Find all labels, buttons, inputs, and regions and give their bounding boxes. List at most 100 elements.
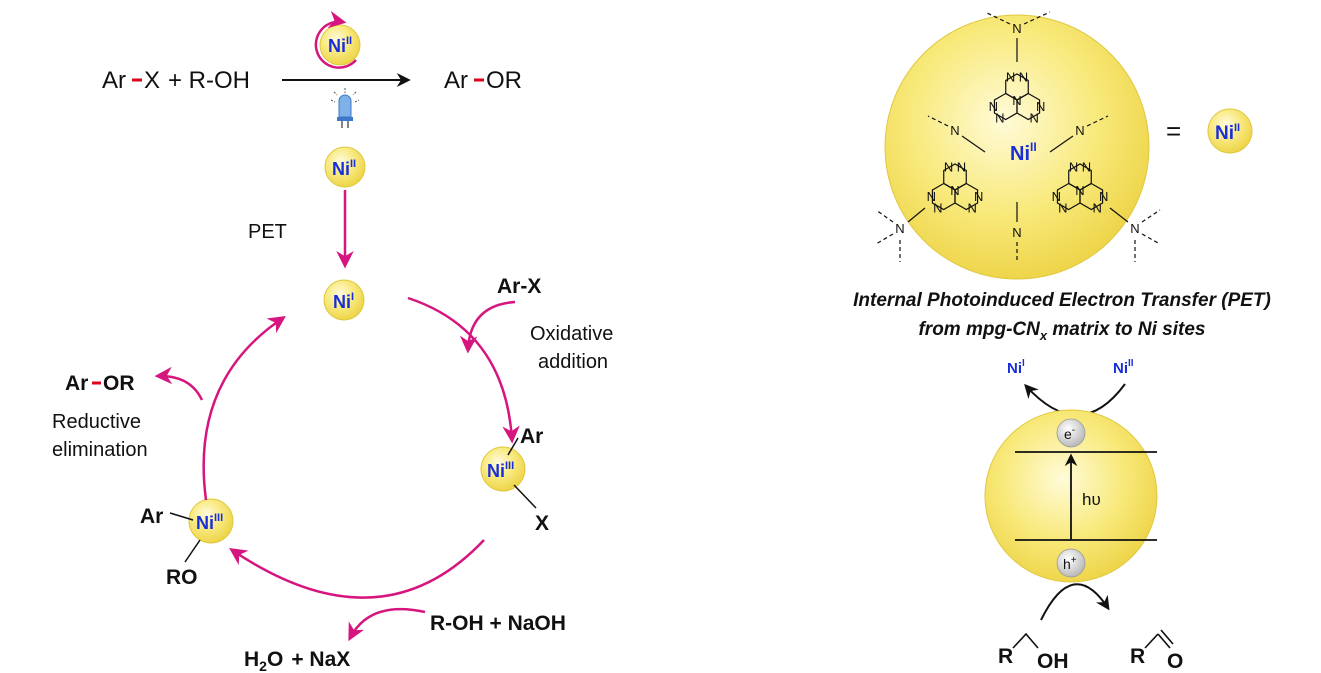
ligand-x-right: X <box>535 512 549 535</box>
nitrogen-atom: N <box>995 110 1004 125</box>
bond <box>875 233 894 245</box>
nitrogen-atom: N <box>989 99 998 114</box>
band-ni-ii: NiII <box>1113 358 1134 377</box>
nitrogen-atom: N <box>1012 93 1021 108</box>
ligand-ar-left: Ar <box>140 505 163 528</box>
svg-text:h+: h+ <box>1063 555 1077 572</box>
svg-text:NiII: NiII <box>332 158 356 179</box>
pet-label: PET <box>248 221 287 243</box>
nitrogen-atom: N <box>1099 189 1108 204</box>
bond <box>875 209 894 223</box>
svg-text:OH: OH <box>1037 650 1069 673</box>
cycle-ni-i: NiI <box>323 279 365 321</box>
catalyst-ni-ii-legend: NiII <box>1207 108 1253 154</box>
nitrogen-atom: N <box>1075 183 1084 198</box>
reductive-label-1: Reductive <box>52 411 141 433</box>
reactant-x: X <box>144 67 160 94</box>
nitrogen-atom: N <box>1036 99 1045 114</box>
nitrogen-atom: N <box>1082 159 1091 174</box>
cycle-ni-iii-right: NiIII Ar X <box>480 425 549 535</box>
cycle-ni-ii: NiII <box>324 146 366 188</box>
nitrogen-atom: N <box>968 200 977 215</box>
product-ar: Ar <box>444 67 468 94</box>
svg-text:e-: e- <box>1064 425 1075 442</box>
triazine-ring <box>993 92 1018 121</box>
waste-output: H2O+ NaX <box>244 648 350 673</box>
cycle-product-or: OR <box>103 372 135 395</box>
led-bulb-icon <box>330 88 360 128</box>
svg-text:NiIII: NiIII <box>487 460 514 481</box>
triazine-ring <box>1056 182 1081 211</box>
nitrogen-atom: N <box>944 159 953 174</box>
photon-label: hυ <box>1082 490 1101 509</box>
cycle-product-ar: Ar <box>65 372 88 395</box>
nitrogen-atom: N <box>895 221 904 236</box>
electron-sphere: e- <box>1056 418 1086 448</box>
svg-text:R: R <box>998 645 1013 668</box>
nitrogen-atom: N <box>950 123 959 138</box>
nitrogen-atom: N <box>974 189 983 204</box>
bond <box>1141 233 1161 245</box>
hole-sphere: h+ <box>1056 548 1086 578</box>
top-reaction: Ar X + R-OH NiII Ar OR <box>102 10 522 128</box>
ligand-ro-left: RO <box>166 566 198 589</box>
bond <box>1086 115 1109 127</box>
oxidative-addition-arrow <box>407 296 520 444</box>
svg-text:R: R <box>1130 645 1145 668</box>
nitrogen-atom: N <box>927 189 936 204</box>
nitrogen-atom: N <box>933 200 942 215</box>
oxidative-label-2: addition <box>538 351 608 373</box>
nitrogen-atom: N <box>1075 123 1084 138</box>
bond <box>1049 135 1074 153</box>
oxidative-label-1: Oxidative <box>530 323 613 345</box>
waste-output-arrow <box>348 607 426 642</box>
reactant-ar: Ar <box>102 67 126 94</box>
bond <box>1023 11 1051 25</box>
plus-roh: + R-OH <box>168 67 250 94</box>
nitrogen-atom: N <box>1030 110 1039 125</box>
product-output-arrow <box>154 366 204 401</box>
catalytic-cycle: NiII PET NiI Ar-X Oxidative addition NiI… <box>52 146 613 673</box>
nitrogen-atom: N <box>950 183 959 198</box>
pet-caption-line-2: from mpg-CNx matrix to Ni sites <box>918 319 1205 343</box>
bond <box>984 11 1011 25</box>
band-diagram: NiI NiII hυ e- h+ R OH R O <box>984 358 1183 673</box>
nitrogen-atom: N <box>1058 200 1067 215</box>
mpg-cn-sphere <box>884 14 1150 280</box>
bond <box>907 207 926 223</box>
pet-caption-line-1: Internal Photoinduced Electron Transfer … <box>853 290 1271 311</box>
equals-sign: = <box>1166 116 1181 146</box>
svg-text:O: O <box>1167 650 1183 673</box>
svg-text:NiII: NiII <box>1215 122 1240 144</box>
reductive-label-2: elimination <box>52 439 148 461</box>
aldehyde-structure: R O <box>1130 629 1183 673</box>
reductive-elimination-arrow <box>202 316 286 501</box>
bond <box>927 115 949 127</box>
bond <box>1141 209 1161 223</box>
ligand-ar-right: Ar <box>520 425 543 448</box>
nitrogen-atom: N <box>1069 159 1078 174</box>
reagents-input: R-OH + NaOH <box>430 612 566 635</box>
ni-label: NiII <box>328 35 352 56</box>
arx-input-arrow <box>459 300 516 354</box>
nitrogen-atom: N <box>1006 69 1015 84</box>
bond <box>1109 207 1129 223</box>
nitrogen-atom: N <box>1052 189 1061 204</box>
nitrogen-atom: N <box>1019 69 1028 84</box>
nitrogen-atom: N <box>1130 221 1139 236</box>
arx-input: Ar-X <box>497 275 541 298</box>
cycle-ni-iii-left: NiIII Ar RO <box>140 498 234 589</box>
ni-site-label: NiII <box>1010 140 1037 165</box>
nitrogen-atom: N <box>1012 225 1021 240</box>
product-or: OR <box>486 67 522 94</box>
nitrogen-atom: N <box>1093 200 1102 215</box>
svg-text:NiI: NiI <box>333 291 354 312</box>
ligand-exchange-arrow <box>229 539 485 599</box>
alcohol-structure: R OH <box>998 632 1069 673</box>
bond <box>961 135 986 153</box>
catalyst-ni-ii-top: NiII <box>314 10 361 69</box>
nitrogen-atom: N <box>957 159 966 174</box>
